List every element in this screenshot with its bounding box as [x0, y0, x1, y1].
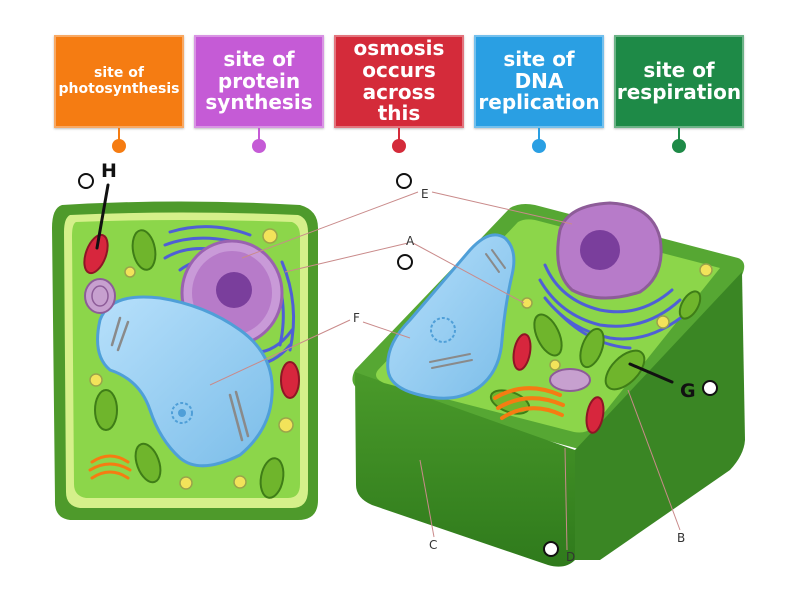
label-c: C [429, 538, 438, 552]
tile-knob [672, 139, 686, 153]
right-mitochondria [512, 333, 605, 434]
tile-knob [252, 139, 266, 153]
right-cell-front-wall [355, 372, 575, 567]
tile-osmosis-occurs-across-this[interactable]: osmosis occurs across this [334, 35, 464, 128]
tile-site-of-photosynthesis[interactable]: site of photosynthesis [54, 35, 184, 128]
tile-stem [678, 128, 680, 142]
tile-site-of-protein-synthesis[interactable]: site of protein synthesis [194, 35, 324, 128]
tile-stem [118, 128, 120, 142]
right-vacuole [386, 233, 516, 400]
tile-site-of-dna-replication[interactable]: site of DNA replication [474, 35, 604, 128]
left-nucleolus [216, 272, 252, 308]
right-chloroplasts [489, 290, 702, 415]
left-vesicles [89, 228, 294, 490]
label-b: B [677, 531, 686, 545]
label-e: E [421, 187, 429, 201]
tile-stem [258, 128, 260, 142]
left-golgi [88, 454, 132, 480]
drop-slot-e[interactable] [396, 173, 412, 189]
right-cell-side-wall [575, 272, 745, 560]
tile-knob [532, 139, 546, 153]
label-pointer-lines [209, 191, 681, 551]
left-plant-cell [52, 201, 318, 520]
label-g: G [680, 380, 696, 402]
right-plant-cell [352, 201, 745, 567]
drop-slot-h[interactable] [78, 173, 94, 189]
drop-slot-d[interactable] [543, 541, 559, 557]
right-golgi [493, 386, 565, 420]
left-vacuole [96, 295, 274, 468]
left-chloroplasts [94, 229, 285, 499]
tile-stem [398, 128, 400, 142]
drop-slot-g[interactable] [702, 380, 718, 396]
drop-slot-a[interactable] [397, 254, 413, 270]
tile-knob [392, 139, 406, 153]
left-mitochondria [83, 233, 300, 399]
label-f: F [353, 311, 360, 325]
tile-knob [112, 139, 126, 153]
tile-stem [538, 128, 540, 142]
label-h: H [101, 160, 117, 182]
label-a: A [406, 234, 415, 248]
label-d: D [566, 550, 576, 564]
label-pointer-lines-dark [95, 183, 674, 384]
right-vesicles [521, 263, 713, 371]
right-nucleolus [580, 230, 620, 270]
tile-site-of-respiration[interactable]: site of respiration [614, 35, 744, 128]
